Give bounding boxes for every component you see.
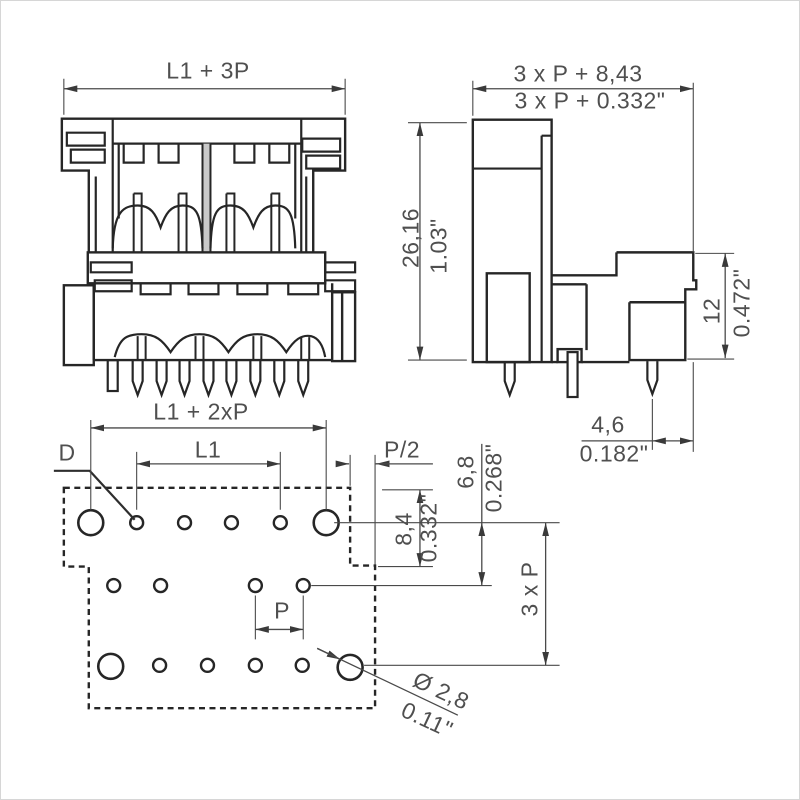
side-pin-right	[646, 361, 659, 398]
side-pin-middle	[566, 351, 579, 399]
side-inner-block	[485, 272, 531, 364]
extension-lines	[63, 78, 735, 666]
front-lower-tabs	[139, 283, 320, 296]
footprint-view	[53, 469, 377, 710]
front-lower-wave	[113, 333, 327, 358]
front-side-latches	[65, 131, 342, 170]
side-pin-left	[503, 362, 516, 399]
pin-hole	[247, 657, 264, 674]
footprint-outline	[62, 486, 377, 710]
pin-hole	[294, 657, 310, 674]
mounting-hole	[336, 653, 364, 682]
pin-hole	[176, 515, 193, 531]
front-contact-wave-right	[209, 204, 297, 249]
front-center-divider	[202, 143, 211, 254]
pin-hole	[295, 577, 311, 594]
front-solder-pins	[131, 360, 310, 399]
dimension-tails	[316, 440, 653, 716]
side-flange	[616, 251, 698, 362]
pin-hole	[199, 657, 216, 674]
front-top-tabs	[122, 143, 291, 164]
mounting-hole	[96, 652, 125, 681]
front-lower-body	[92, 283, 344, 362]
front-contact-blades	[132, 192, 281, 254]
pin-holes	[106, 515, 311, 674]
front-contact-wave-left	[111, 204, 204, 249]
datum-leader-line	[53, 469, 136, 521]
pin-hole	[106, 577, 122, 594]
dimension-lines	[63, 85, 729, 716]
front-lower-blades	[136, 336, 311, 361]
pin-hole	[151, 657, 168, 674]
side-middle-section	[551, 252, 630, 364]
side-tall-body-lines	[472, 134, 552, 363]
front-right-block	[330, 291, 357, 363]
front-second-bar-latches	[89, 261, 357, 293]
pin-hole	[272, 515, 288, 531]
side-view	[471, 118, 698, 399]
pin-hole	[128, 515, 145, 531]
pin-hole	[152, 577, 169, 594]
pin-hole	[223, 515, 240, 531]
front-view	[60, 117, 357, 399]
pin-hole	[247, 577, 264, 594]
front-support-pin	[106, 359, 119, 393]
front-outline	[60, 117, 347, 254]
extension-lines-path	[63, 78, 735, 666]
mounting-hole	[77, 508, 105, 537]
